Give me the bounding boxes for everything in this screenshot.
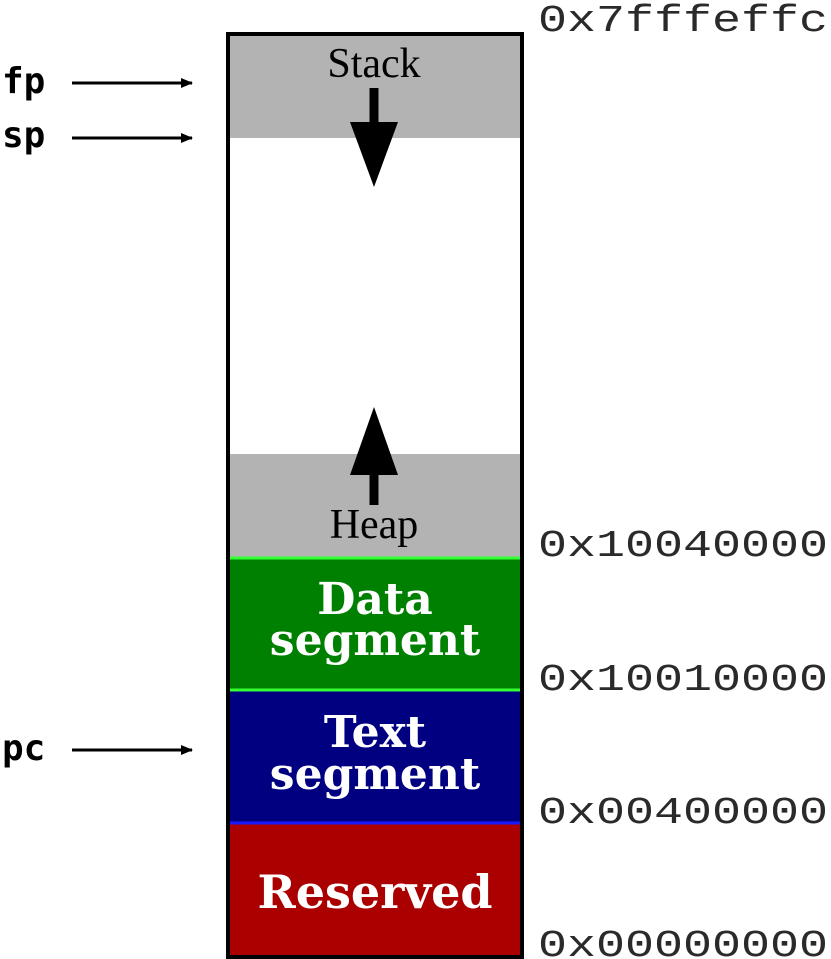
data-segment-title-line1: Data <box>317 574 433 625</box>
heap-label: Heap <box>330 502 419 548</box>
fp-register-label: fp <box>2 61 45 102</box>
address-text-start: 0x00400000 <box>538 792 828 835</box>
stack-growth-arrowhead-icon <box>350 122 398 187</box>
text-segment-title-line2: segment <box>270 749 481 800</box>
text-segment-region <box>228 691 522 823</box>
address-top: 0x7fffeffc <box>538 0 828 43</box>
address-data-start: 0x10010000 <box>538 659 828 702</box>
heap-growth-arrowhead-icon <box>350 407 398 475</box>
free-memory-region <box>228 138 522 454</box>
address-heap-start: 0x10040000 <box>538 525 828 568</box>
reserved-region <box>228 823 522 957</box>
memory-frame <box>226 32 524 959</box>
address-bottom: 0x00000000 <box>538 925 828 959</box>
reserved-label: Reserved <box>257 865 492 919</box>
text-segment-title-line1: Text <box>324 707 427 758</box>
sp-register-label: sp <box>2 115 45 156</box>
data-segment-region <box>228 558 522 691</box>
stack-label: Stack <box>327 41 420 87</box>
data-segment-title-line2: segment <box>270 615 481 666</box>
pc-register-label: pc <box>2 728 45 769</box>
